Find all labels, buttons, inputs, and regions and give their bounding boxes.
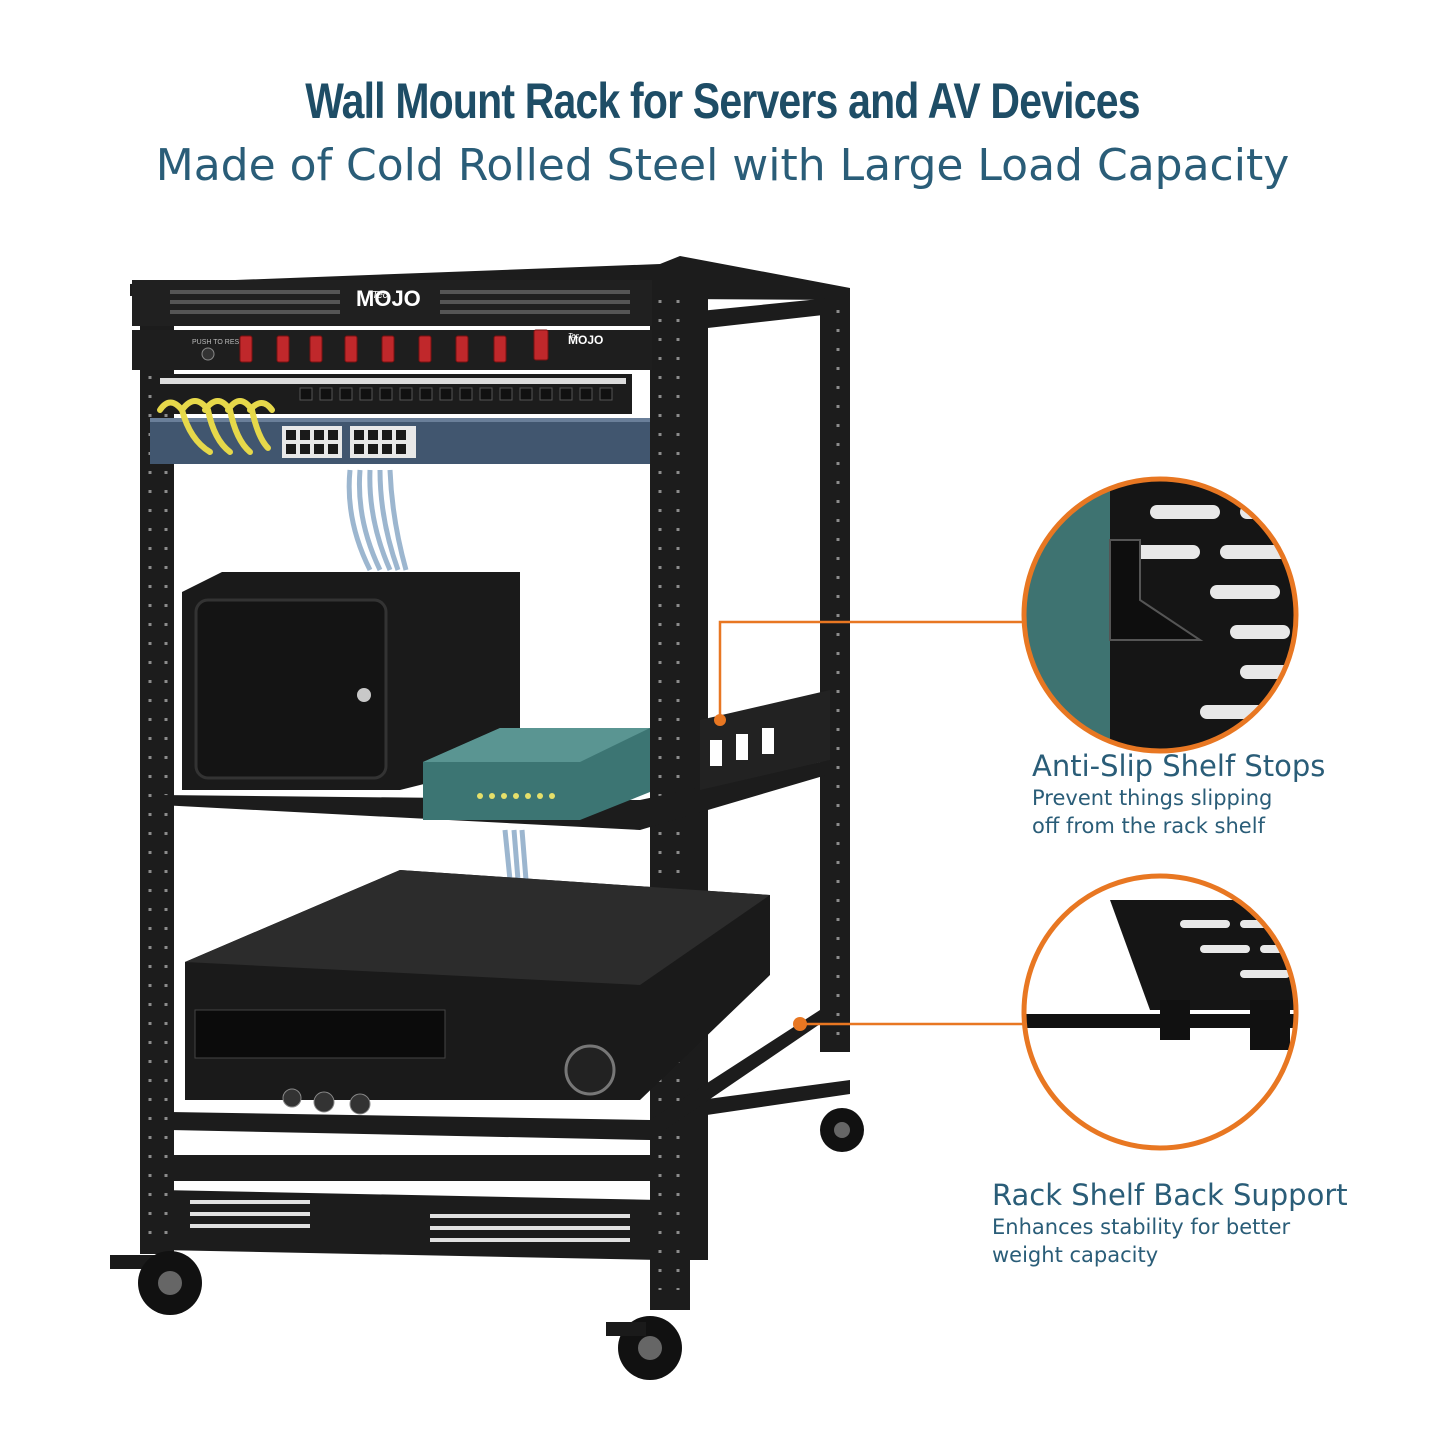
callout-desc-shelf-stops: Prevent things slipping off from the rac… bbox=[1032, 784, 1272, 840]
callout-desc-line: off from the rack shelf bbox=[1032, 814, 1265, 838]
power-switch-panel: PUSH TO RESET Tec MOJO bbox=[132, 329, 652, 370]
ethernet-cables-yellow bbox=[157, 398, 275, 455]
patch-panel bbox=[152, 374, 632, 414]
ethernet-cables-blue bbox=[346, 469, 529, 881]
svg-text:Tec: Tec bbox=[568, 333, 580, 340]
router bbox=[423, 728, 650, 820]
svg-text:MOJO: MOJO bbox=[568, 333, 603, 347]
page-subtitle: Made of Cold Rolled Steel with Large Loa… bbox=[155, 140, 1290, 191]
callout-title-shelf-stops: Anti-Slip Shelf Stops bbox=[1032, 749, 1326, 783]
middle-shelf bbox=[160, 690, 830, 830]
callout-desc-line: Enhances stability for better bbox=[992, 1215, 1291, 1239]
vented-panel: Tec MOJO bbox=[132, 280, 652, 326]
callout-desc-line: Prevent things slipping bbox=[1032, 786, 1273, 810]
brand-logo: MOJO bbox=[356, 286, 421, 311]
bottom-shelf bbox=[170, 1010, 820, 1140]
detail-back-support bbox=[1021, 873, 1299, 1151]
av-receiver bbox=[185, 870, 770, 1115]
network-switch bbox=[150, 418, 650, 464]
detail-shelf-stops bbox=[1021, 476, 1299, 754]
page-title: Wall Mount Rack for Servers and AV Devic… bbox=[305, 73, 1140, 129]
logo-small: Tec bbox=[372, 290, 388, 301]
callout-desc-back-support: Enhances stability for better weight cap… bbox=[992, 1213, 1290, 1269]
callout-desc-line: weight capacity bbox=[992, 1243, 1159, 1267]
callout-title-back-support: Rack Shelf Back Support bbox=[992, 1178, 1348, 1212]
callout-lines bbox=[718, 620, 1024, 1026]
svg-text:PUSH TO RESET: PUSH TO RESET bbox=[192, 339, 249, 346]
casters bbox=[110, 1108, 864, 1380]
nas-enclosure bbox=[182, 572, 520, 790]
